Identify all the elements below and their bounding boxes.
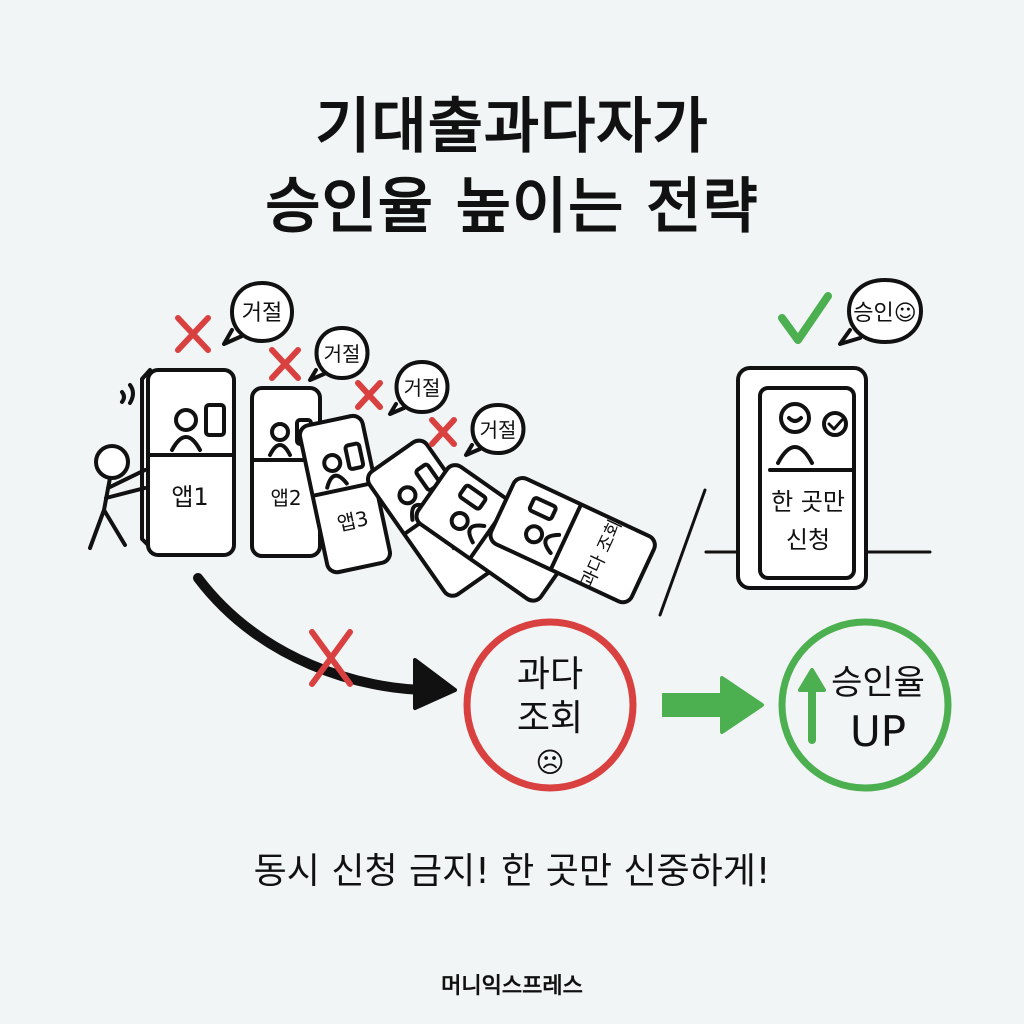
title-line-1: 기대출과다자가: [315, 92, 709, 162]
svg-text:승인율: 승인율: [831, 663, 925, 703]
check-icon: [778, 292, 832, 344]
rejection-marks: 거절 거절 거절 거절: [175, 281, 526, 457]
bubble-text: 거절: [242, 301, 282, 326]
title-line-2: 승인율 높이는 전략: [265, 172, 759, 242]
sad-face-icon: ☹: [535, 746, 564, 779]
domino-app1: 앱1: [140, 368, 236, 557]
green-arrow-icon: [662, 676, 764, 734]
svg-text:UP: UP: [850, 707, 906, 756]
bubble-text: 거절: [324, 342, 361, 366]
svg-text:조회: 조회: [517, 698, 583, 739]
domino-label: 앱1: [171, 483, 208, 511]
domino-overlookup: 과다 조회: [488, 476, 657, 605]
bubble-text: 승인☺: [853, 301, 916, 326]
overlookup-circle: 과다 조회 ☹: [463, 618, 637, 792]
person-pushing-icon: [88, 383, 147, 550]
domino-app3: 앱3: [297, 413, 392, 575]
bubble-text: 거절: [480, 418, 517, 442]
card-label-line1: 한 곳만: [771, 488, 845, 516]
brand-logo-text: 머니익스프레스: [441, 974, 583, 999]
domino-label: 앱2: [270, 486, 301, 510]
svg-text:과다: 과다: [517, 654, 583, 695]
domino-single-apply: 한 곳만 신청 승인☺: [736, 278, 923, 590]
divider-line: [658, 488, 707, 617]
approval-up-circle: 승인율 UP: [778, 618, 952, 792]
footer-slogan: 동시 신청 금지! 한 곳만 신중하게!: [253, 851, 771, 892]
card-label-line2: 신청: [786, 526, 830, 554]
bubble-text: 거절: [404, 376, 441, 400]
curved-arrow-icon: [193, 573, 457, 710]
